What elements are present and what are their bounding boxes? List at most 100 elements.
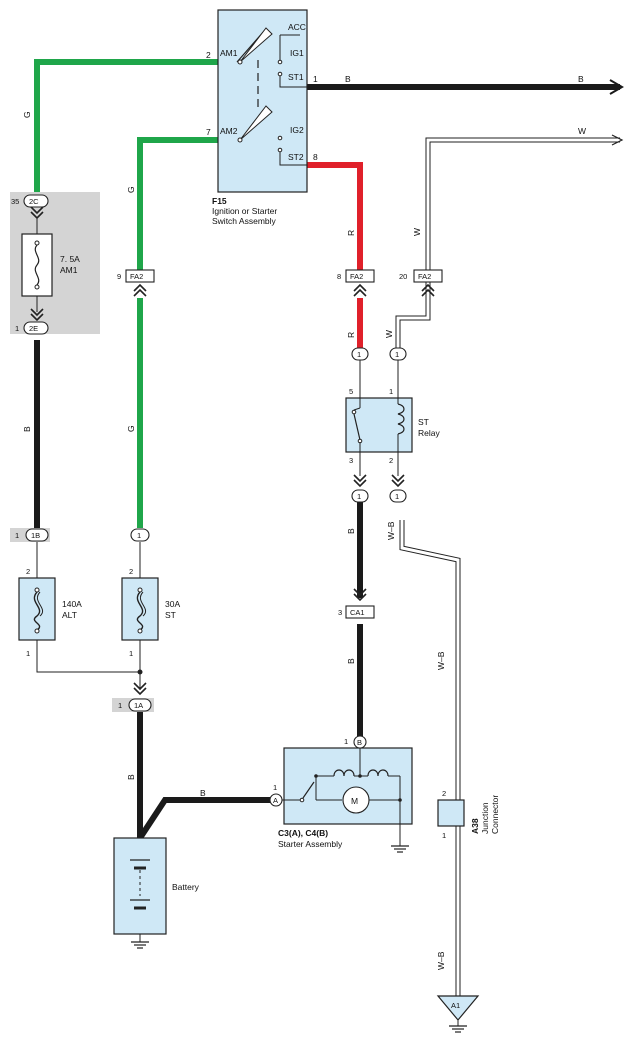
- junction-id: A38: [470, 818, 480, 834]
- fuse-st-pin1: 1: [129, 649, 133, 658]
- connector-2e: [23, 321, 49, 335]
- connector-2e-pin: 1: [15, 324, 19, 333]
- connector-st-fuse: 1: [130, 528, 150, 578]
- fa2-r-label: FA2: [350, 272, 363, 281]
- junction-name-1: Junction: [480, 802, 490, 834]
- switch-name-2: Switch Assembly: [212, 216, 277, 226]
- fa2-g-label: FA2: [130, 272, 143, 281]
- wire-g-am1: [34, 59, 218, 192]
- connector-fa2-g: FA2 9: [117, 269, 155, 297]
- wire-label-g-st: G: [126, 425, 136, 432]
- relay-conn-tl-label: 1: [357, 350, 361, 359]
- relay-pin-2: 2: [389, 456, 393, 465]
- wire-label-w-relay: W: [384, 330, 394, 338]
- fuse-st-name: ST: [165, 610, 176, 620]
- relay-pin-3: 3: [349, 456, 353, 465]
- starter-term-b: B: [357, 738, 362, 747]
- relay-connector-top-left: 1: [351, 347, 369, 398]
- junction-name-2: Connector: [490, 795, 500, 834]
- switch-name-1: Ignition or Starter: [212, 206, 277, 216]
- relay-conn-bl-label: 1: [357, 492, 361, 501]
- relay-pin-5: 5: [349, 387, 353, 396]
- relay-connector-bottom-right: 1: [389, 452, 407, 503]
- connector-2c-pin: 35: [11, 197, 19, 206]
- am2-label: AM2: [220, 126, 238, 136]
- arrow-b-right: [609, 79, 624, 95]
- starter-assembly: B 1 A 1 M C3(A), C4(B) Starter Assembly: [269, 735, 413, 853]
- ig2-label: IG2: [290, 125, 304, 135]
- wire-label-b-am1: B: [22, 426, 32, 432]
- st1-label: ST1: [288, 72, 304, 82]
- starter-name: Starter Assembly: [278, 839, 343, 849]
- wire-label-r-top: R: [346, 230, 356, 236]
- wire-label-b-top: B: [345, 74, 351, 84]
- wire-label-w-top: W: [412, 228, 422, 236]
- fa2-r-pin: 8: [337, 272, 341, 281]
- wire-label-wb-bottom: W–B: [436, 951, 446, 970]
- fuse-alt-amp: 140A: [62, 599, 82, 609]
- fuse-alt-name: ALT: [62, 610, 77, 620]
- pin-st2: 8: [313, 152, 318, 162]
- starter-id: C3(A), C4(B): [278, 828, 328, 838]
- wire-label-g-am2: G: [126, 186, 136, 193]
- wire-label-g-am1: G: [22, 111, 32, 118]
- starter-pin-b: 1: [344, 737, 348, 746]
- ground-a1: A1: [436, 995, 480, 1033]
- pin-am1: 2: [206, 50, 211, 60]
- connector-1b: 1B 1: [10, 528, 50, 578]
- relay-connector-top-right: 1: [389, 347, 407, 398]
- connector-fa2-w: FA2 20: [399, 269, 443, 297]
- c1a-pin: 1: [118, 701, 122, 710]
- fuse-st-amp: 30A: [165, 599, 180, 609]
- junction-pin2: 2: [442, 789, 446, 798]
- relay-conn-tr-label: 1: [395, 350, 399, 359]
- battery: Battery: [113, 837, 200, 949]
- wire-label-b-relay: B: [346, 528, 356, 534]
- relay-name-1: ST: [418, 417, 429, 427]
- st2-label: ST2: [288, 152, 304, 162]
- connector-1a: 1A 1: [112, 682, 154, 712]
- fuse-am1-name: AM1: [60, 265, 78, 275]
- connector-fa2-r: FA2 8: [337, 269, 375, 297]
- pin-am2: 7: [206, 127, 211, 137]
- wire-r-st2: [307, 162, 363, 270]
- wire-label-b-right: B: [578, 74, 584, 84]
- fuse-alt-pin2: 2: [26, 567, 30, 576]
- c1b-label: 1B: [31, 531, 40, 540]
- ignition-switch: ACC IG1 ST1 IG2 ST2 AM1 AM2: [217, 9, 308, 193]
- fuse-alt: 140A ALT: [18, 577, 82, 641]
- junction-connector: 2 1 A38 Junction Connector: [437, 789, 500, 840]
- relay-conn-br-label: 1: [395, 492, 399, 501]
- fa2-w-pin: 20: [399, 272, 407, 281]
- starter-motor-label: M: [351, 796, 358, 806]
- wire-label-wb-mid: W–B: [436, 651, 446, 670]
- wire-label-r-relay: R: [346, 332, 356, 338]
- switch-id: F15: [212, 196, 227, 206]
- st-relay: ST Relay: [345, 397, 440, 453]
- fuse-am1-amp: 7. 5A: [60, 254, 80, 264]
- relay-pin-1: 1: [389, 387, 393, 396]
- c1b-pin: 1: [15, 531, 19, 540]
- arrow-w-right: [611, 134, 624, 146]
- wire-fuse-link: [36, 640, 141, 690]
- starter-term-a: A: [273, 796, 278, 805]
- fa2-w-label: FA2: [418, 272, 431, 281]
- wire-label-b-ca1: B: [346, 658, 356, 664]
- wire-label-b-battery: B: [126, 774, 136, 780]
- ca1-label: CA1: [350, 608, 365, 617]
- wire-g-am2: [137, 137, 218, 270]
- wire-label-wb-relay: W–B: [386, 521, 396, 540]
- acc-label: ACC: [288, 22, 306, 32]
- am1-label: AM1: [220, 48, 238, 58]
- fuse-st: 30A ST: [121, 577, 180, 641]
- ca1-pin: 3: [338, 608, 342, 617]
- fuse-panel: 2C 35 7. 5A AM1 2E 1: [10, 192, 100, 335]
- connector-2e-label: 2E: [29, 324, 38, 333]
- wire-b-battery: [137, 712, 270, 840]
- fa2-g-pin: 9: [117, 272, 121, 281]
- connector-2c: [23, 194, 49, 208]
- starter-pin-a: 1: [273, 783, 277, 792]
- relay-name-2: Relay: [418, 428, 440, 438]
- fuse-alt-pin1: 1: [26, 649, 30, 658]
